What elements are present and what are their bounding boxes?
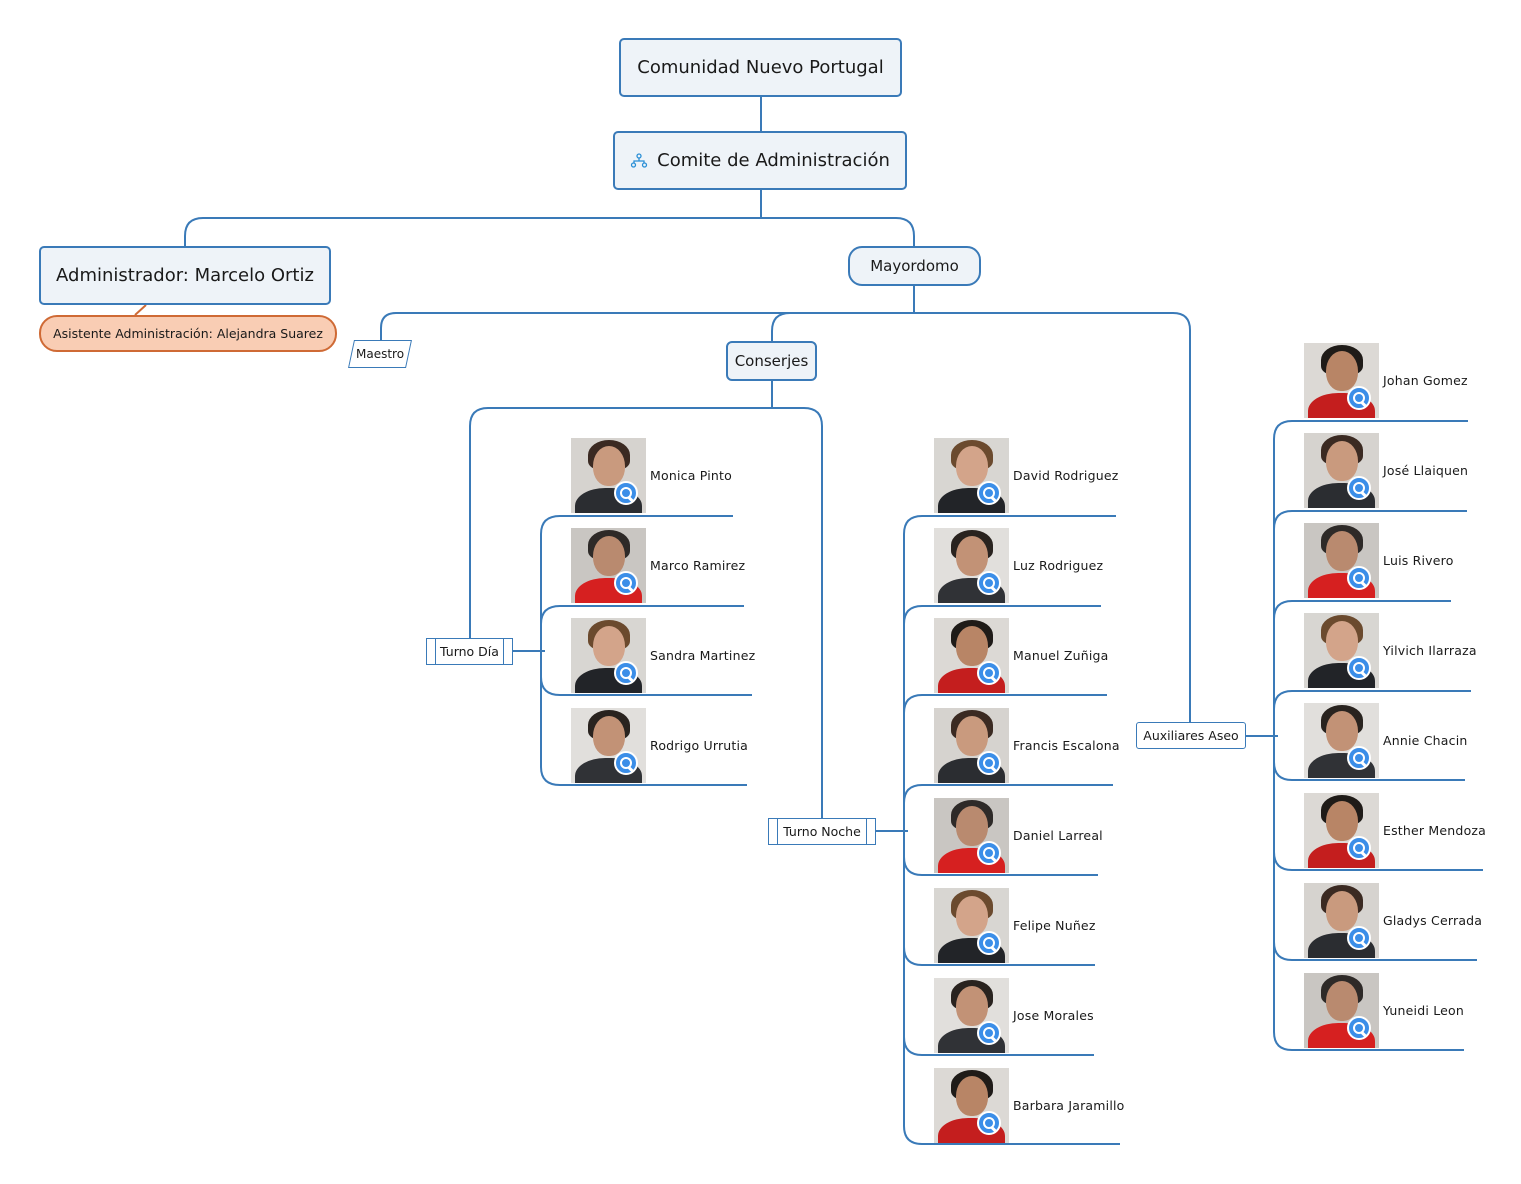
magnifier-icon[interactable]	[977, 571, 1001, 595]
person-name: Daniel Larreal	[1013, 828, 1103, 843]
magnifier-icon[interactable]	[1347, 1016, 1371, 1040]
magnifier-icon[interactable]	[614, 571, 638, 595]
person-name: Luz Rodriguez	[1013, 558, 1104, 573]
person-name: Monica Pinto	[650, 468, 732, 483]
magnifier-icon[interactable]	[1347, 566, 1371, 590]
auxiliares-aseo-node[interactable]: Auxiliares Aseo	[1136, 722, 1246, 749]
person-photo[interactable]	[934, 1068, 1009, 1143]
comite-label: Comite de Administración	[657, 150, 890, 171]
person-photo[interactable]	[1304, 343, 1379, 418]
magnifier-icon[interactable]	[614, 661, 638, 685]
turno-noche-label: Turno Noche	[783, 824, 861, 839]
person-photo[interactable]	[934, 888, 1009, 963]
mayordomo-label: Mayordomo	[870, 257, 959, 275]
magnifier-icon[interactable]	[1347, 656, 1371, 680]
person-name: Francis Escalona	[1013, 738, 1120, 753]
person-name: Annie Chacin	[1383, 733, 1468, 748]
root-label: Comunidad Nuevo Portugal	[637, 57, 884, 78]
turno-dia-label: Turno Día	[440, 644, 499, 659]
person-photo[interactable]	[934, 528, 1009, 603]
person-name: Marco Ramirez	[650, 558, 746, 573]
magnifier-icon[interactable]	[977, 661, 1001, 685]
maestro-node[interactable]: Maestro	[348, 340, 412, 368]
comite-node[interactable]: Comite de Administración	[613, 131, 907, 190]
magnifier-icon[interactable]	[614, 481, 638, 505]
turno-dia-node[interactable]: Turno Día	[426, 638, 513, 665]
magnifier-icon[interactable]	[977, 1021, 1001, 1045]
person-name: Barbara Jaramillo	[1013, 1098, 1125, 1113]
magnifier-icon[interactable]	[977, 931, 1001, 955]
person-photo[interactable]	[571, 438, 646, 513]
person-photo[interactable]	[1304, 613, 1379, 688]
magnifier-icon[interactable]	[1347, 836, 1371, 860]
person-name: Johan Gomez	[1383, 373, 1468, 388]
person-photo[interactable]	[934, 708, 1009, 783]
person-photo[interactable]	[1304, 523, 1379, 598]
mayordomo-node[interactable]: Mayordomo	[848, 246, 981, 286]
magnifier-icon[interactable]	[1347, 386, 1371, 410]
root-node[interactable]: Comunidad Nuevo Portugal	[619, 38, 902, 97]
org-chart-icon	[630, 152, 648, 169]
auxiliares-aseo-label: Auxiliares Aseo	[1143, 728, 1239, 743]
magnifier-icon[interactable]	[1347, 746, 1371, 770]
person-photo[interactable]	[571, 528, 646, 603]
person-name: Yuneidi Leon	[1383, 1003, 1464, 1018]
asistente-node[interactable]: Asistente Administración: Alejandra Suar…	[39, 315, 337, 352]
asistente-label: Asistente Administración: Alejandra Suar…	[53, 326, 323, 341]
person-name: Jose Morales	[1013, 1008, 1094, 1023]
conserjes-label: Conserjes	[734, 352, 809, 370]
magnifier-icon[interactable]	[614, 751, 638, 775]
person-photo[interactable]	[1304, 793, 1379, 868]
magnifier-icon[interactable]	[977, 481, 1001, 505]
turno-noche-node[interactable]: Turno Noche	[768, 818, 876, 845]
person-name: David Rodriguez	[1013, 468, 1119, 483]
person-photo[interactable]	[934, 438, 1009, 513]
person-name: Yilvich Ilarraza	[1383, 643, 1477, 658]
magnifier-icon[interactable]	[1347, 476, 1371, 500]
person-name: Sandra Martinez	[650, 648, 756, 663]
administrador-label: Administrador: Marcelo Ortiz	[56, 265, 314, 286]
person-name: Felipe Nuñez	[1013, 918, 1096, 933]
person-name: Esther Mendoza	[1383, 823, 1487, 838]
magnifier-icon[interactable]	[977, 1111, 1001, 1135]
person-photo[interactable]	[1304, 883, 1379, 958]
person-name: Luis Rivero	[1383, 553, 1454, 568]
magnifier-icon[interactable]	[977, 841, 1001, 865]
person-photo[interactable]	[1304, 973, 1379, 1048]
administrador-node[interactable]: Administrador: Marcelo Ortiz	[39, 246, 331, 305]
conserjes-node[interactable]: Conserjes	[726, 341, 817, 381]
person-photo[interactable]	[1304, 433, 1379, 508]
person-photo[interactable]	[934, 618, 1009, 693]
person-name: José Llaiquen	[1383, 463, 1469, 478]
maestro-label: Maestro	[355, 347, 405, 361]
person-photo[interactable]	[1304, 703, 1379, 778]
person-photo[interactable]	[571, 708, 646, 783]
person-name: Manuel Zuñiga	[1013, 648, 1109, 663]
magnifier-icon[interactable]	[977, 751, 1001, 775]
person-name: Rodrigo Urrutia	[650, 738, 749, 753]
person-photo[interactable]	[571, 618, 646, 693]
magnifier-icon[interactable]	[1347, 926, 1371, 950]
person-photo[interactable]	[934, 798, 1009, 873]
person-name: Gladys Cerrada	[1383, 913, 1483, 928]
person-photo[interactable]	[934, 978, 1009, 1053]
